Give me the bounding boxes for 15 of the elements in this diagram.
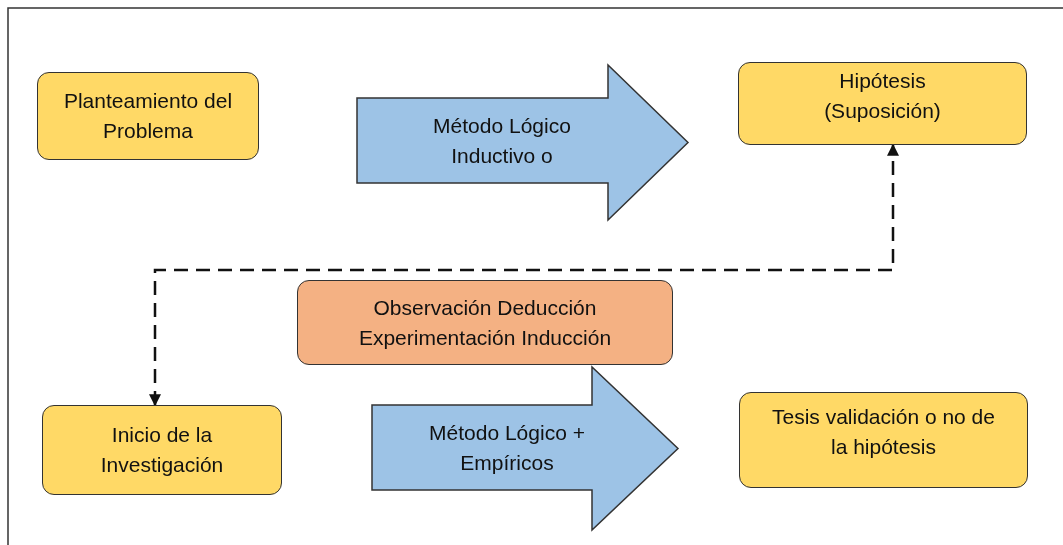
box-label: Tesis validación o no de la hipótesis bbox=[771, 404, 996, 460]
process-box bbox=[42, 405, 282, 495]
box-label: Método Lógico + Empíricos bbox=[428, 419, 586, 476]
box-label: Hipótesis (Suposición) bbox=[823, 67, 942, 124]
process-box bbox=[739, 392, 1028, 488]
process-box bbox=[37, 72, 259, 160]
box-label: Método Lógico Inductivo o bbox=[432, 112, 572, 169]
box-label: Observación Deducción Experimentación Inducción bbox=[357, 294, 613, 351]
box-label: Planteamiento del Problema bbox=[62, 88, 234, 144]
process-box bbox=[297, 280, 673, 365]
box-label: Inicio de la Investigación bbox=[99, 422, 225, 478]
dashed-arrow bbox=[149, 143, 899, 407]
block-arrow bbox=[357, 65, 688, 220]
block-arrow bbox=[372, 367, 678, 530]
process-box bbox=[738, 62, 1027, 145]
